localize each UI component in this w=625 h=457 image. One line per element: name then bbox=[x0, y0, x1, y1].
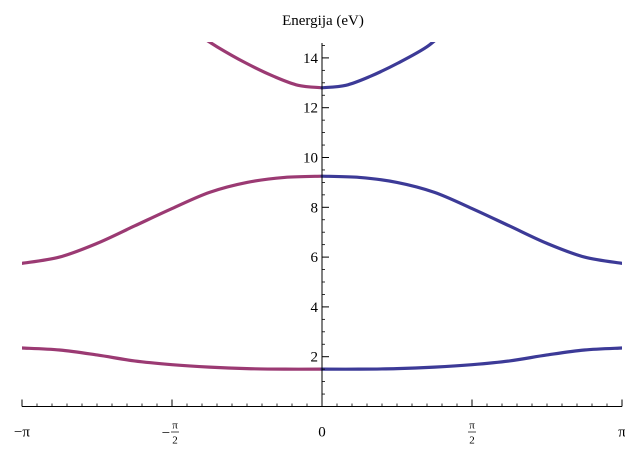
series-layer bbox=[22, 42, 622, 371]
series-line-3 bbox=[320, 174, 622, 265]
y-tick-label: 14 bbox=[303, 51, 319, 67]
series-line-5 bbox=[320, 42, 436, 90]
y-tick-label: 2 bbox=[311, 350, 319, 366]
x-tick-label: −π bbox=[14, 425, 30, 441]
y-tick-label: 4 bbox=[311, 300, 319, 316]
x-tick-sign: − bbox=[162, 426, 170, 442]
x-tick-denominator: 2 bbox=[172, 435, 178, 447]
y-axis-title: Energija (eV) bbox=[282, 13, 364, 29]
series-line-0 bbox=[22, 346, 324, 371]
x-tick-denominator: 2 bbox=[469, 435, 475, 447]
x-tick-fraction: π2 bbox=[468, 420, 477, 447]
y-tick-label: 8 bbox=[311, 200, 319, 216]
series-line-2 bbox=[22, 174, 324, 265]
x-tick-label: 0 bbox=[318, 425, 326, 441]
x-tick-numerator: π bbox=[172, 420, 178, 432]
y-tick-label: 12 bbox=[303, 101, 318, 117]
series-line-1 bbox=[320, 346, 622, 371]
y-tick-label: 6 bbox=[311, 250, 319, 266]
x-tick-fraction: −π 2 bbox=[162, 420, 179, 447]
series-line-4 bbox=[206, 42, 324, 90]
x-tick-label: π bbox=[618, 425, 625, 441]
y-tick-label: 10 bbox=[303, 151, 318, 167]
x-tick-numerator: π bbox=[469, 420, 475, 432]
